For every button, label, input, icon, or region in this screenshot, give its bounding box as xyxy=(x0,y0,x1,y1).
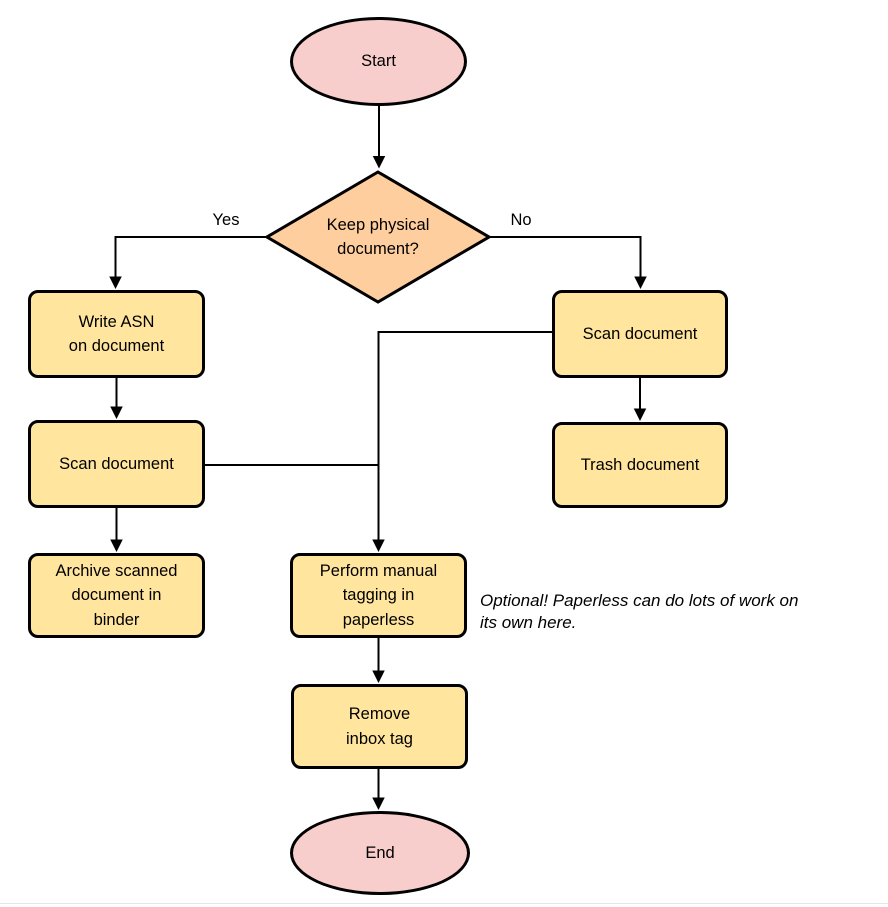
edge-scanright-to-tagging xyxy=(372,331,552,552)
process-label: Archive scanned document in binder xyxy=(55,561,178,629)
process-scan-document-right: Scan document xyxy=(552,290,728,378)
decision-node-keep-physical-document: Keep physical document? xyxy=(265,170,491,304)
process-label: Scan document xyxy=(582,324,698,343)
process-trash-document: Trash document xyxy=(552,422,728,508)
end-node: End xyxy=(290,811,470,895)
page-bottom-divider xyxy=(0,903,888,904)
process-write-asn-on-document: Write ASN on document xyxy=(28,290,205,378)
process-scan-document-left: Scan document xyxy=(28,420,205,508)
process-perform-manual-tagging: Perform manual tagging in paperless xyxy=(290,553,467,638)
start-node: Start xyxy=(290,17,467,106)
process-label: Perform manual tagging in paperless xyxy=(319,561,438,629)
process-label: Scan document xyxy=(59,454,174,473)
annotation-optional-paperless: Optional! Paperless can do lots of work … xyxy=(480,591,799,633)
end-node-label: End xyxy=(365,843,395,862)
decision-node-label: Keep physical document? xyxy=(326,215,430,258)
edge-decision-yes xyxy=(109,236,266,289)
process-archive-scanned-document: Archive scanned document in binder xyxy=(28,553,205,638)
diamond-shape xyxy=(265,170,491,304)
edge-label-no: No xyxy=(510,211,532,229)
process-label: Write ASN on document xyxy=(68,312,165,355)
edge-decision-no xyxy=(489,236,647,289)
start-node-label: Start xyxy=(361,52,396,71)
process-label: Trash document xyxy=(580,455,700,474)
process-remove-inbox-tag: Remove inbox tag xyxy=(291,684,468,769)
edge-label-yes: Yes xyxy=(212,211,240,229)
process-label: Remove inbox tag xyxy=(346,705,413,748)
